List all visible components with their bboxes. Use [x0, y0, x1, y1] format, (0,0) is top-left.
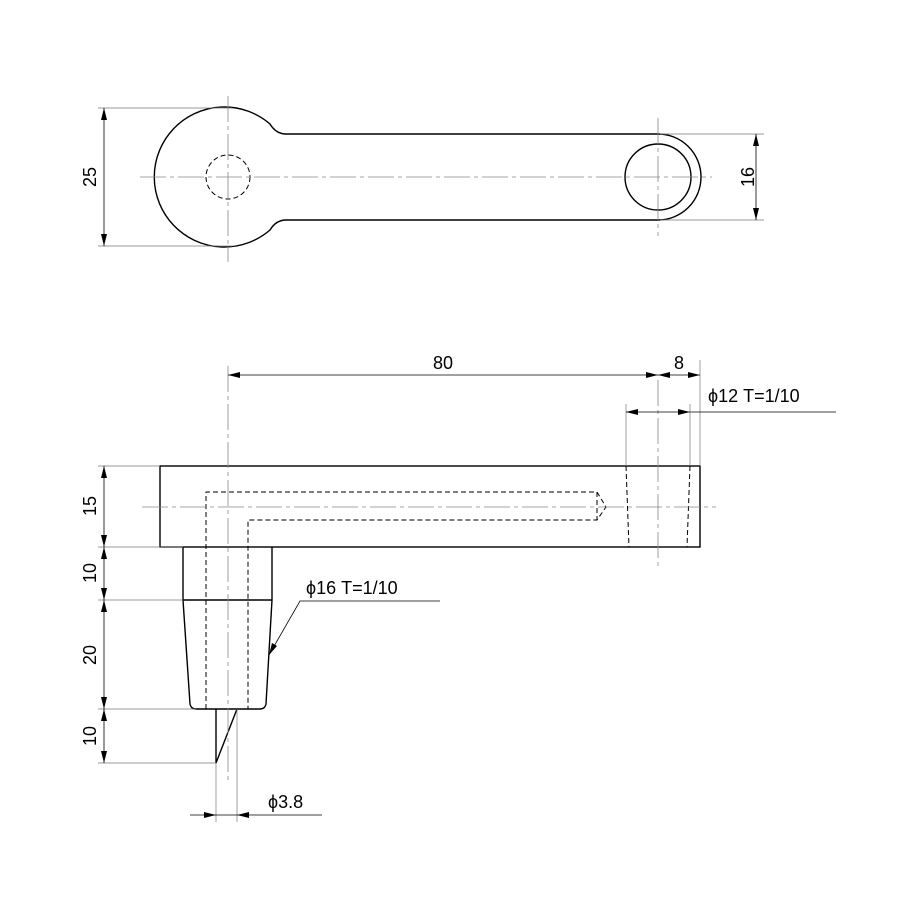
front-view-arm [159, 465, 701, 548]
dim-end-length-text: 8 [674, 353, 684, 373]
callout-hole-text: ϕ12 T=1/10 [708, 386, 800, 406]
dim-neck-length-text: 10 [80, 563, 100, 583]
front-view-hidden-hole-left [625, 465, 630, 548]
dim-pin-length-text: 10 [80, 726, 100, 746]
top-view: 25 16 [80, 96, 764, 262]
dim-shank-length-text: 20 [80, 645, 100, 665]
dim-end-height-text: 16 [738, 167, 758, 187]
front-view-pin [215, 708, 238, 764]
front-view-shank [182, 547, 273, 710]
dim-arm-thickness-text: 15 [80, 496, 100, 516]
dim-arm-length-text: 80 [433, 353, 453, 373]
callout-shank-text: ϕ16 T=1/10 [306, 578, 398, 598]
front-view-hidden-hole-right [686, 465, 691, 548]
callout-pin-text: ϕ3.8 [268, 792, 303, 812]
dim-overall-height-text: 25 [80, 167, 100, 187]
leader-shank [268, 600, 440, 656]
front-view: 80 8 ϕ12 T=1/10 15 10 20 [80, 353, 836, 822]
